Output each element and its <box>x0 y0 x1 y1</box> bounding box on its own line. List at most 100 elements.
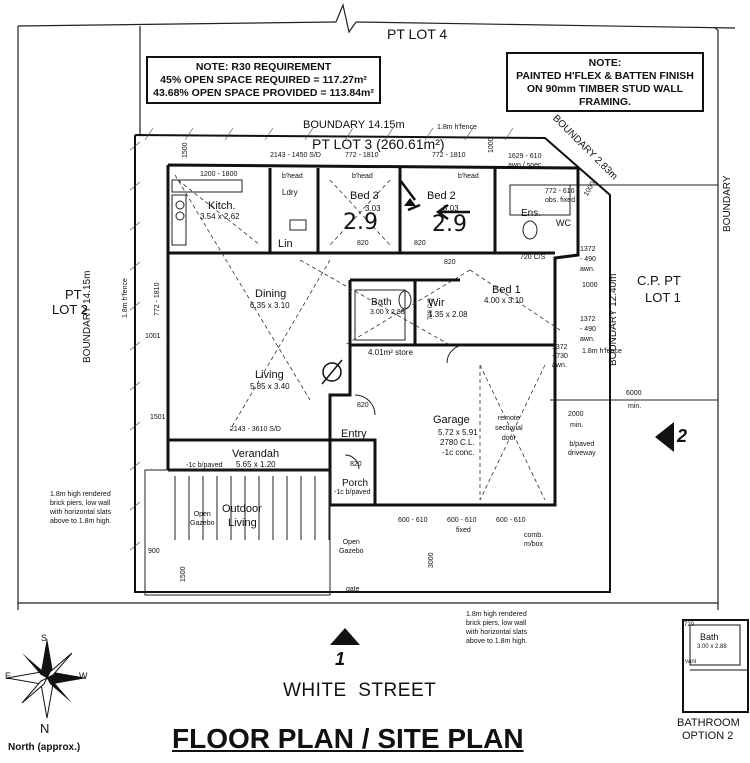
r30-note-line-1: NOTE: R30 REQUIREMENT <box>195 61 332 73</box>
remote-door-line-1: remote <box>497 415 520 422</box>
open-gazebo-mid-2: Gazebo <box>339 548 364 555</box>
bathroom-option-label-1: BATHROOM <box>677 717 740 729</box>
dim-820-b: 820 <box>414 240 426 247</box>
fence-hatch <box>144 127 154 141</box>
dim-awn-spec: awn / spec <box>508 162 542 169</box>
porch-label: Porch <box>342 478 369 489</box>
view-2-number: 2 <box>677 426 688 446</box>
open-gazebo-mid-1: Open <box>342 539 360 546</box>
comb-mbox-2: m/box <box>524 541 544 548</box>
dim-1372-c: 1372 <box>552 344 568 351</box>
fence-hatch <box>129 181 141 191</box>
fence-hatch <box>129 141 141 151</box>
wir-size: 1.35 x 2.08 <box>428 310 468 319</box>
dim-min-1: min. <box>628 403 642 410</box>
boundary-top: BOUNDARY 14.15m <box>303 119 405 131</box>
store-label: 4.01m² store <box>368 348 413 357</box>
fence-hatch <box>129 341 141 351</box>
dim-1000-top: 1000 <box>488 137 495 153</box>
bottom-fence-note-2: brick piers, low wall <box>466 620 527 627</box>
boundary-far-right: BOUNDARY <box>722 175 733 233</box>
r30-note-line-2: 45% OPEN SPACE REQUIRED = 117.27m² <box>160 74 367 86</box>
compass-rose <box>6 638 87 719</box>
open-gazebo-left-1: Open <box>193 511 211 518</box>
bhead-3: b'head <box>458 173 479 180</box>
comb-mbox-1: comb. <box>524 532 544 539</box>
fence-hatch <box>464 127 474 141</box>
fence-hatch <box>129 541 141 551</box>
left-fence-note: 1.8m high rendered brick piers, low wall… <box>50 490 112 526</box>
view-2-marker <box>655 422 674 452</box>
r30-note: NOTE: R30 REQUIREMENT 45% OPEN SPACE REQ… <box>146 56 381 104</box>
fence-hatch <box>129 421 141 431</box>
bottom-fence-note-3: with horizontal slats <box>466 629 528 636</box>
wc-label: WC <box>556 218 571 228</box>
dim-772-610: 772 - 610 <box>545 188 575 195</box>
open-gazebo-left: Open Gazebo <box>190 510 215 528</box>
site-boundaries <box>17 3 736 610</box>
finish-note-line-4: FRAMING. <box>579 96 631 108</box>
open-gazebo-mid: Open Gazebo <box>339 538 364 556</box>
kitchen-label: Kitch. <box>208 200 236 212</box>
dim-1200-1800: 1200 - 1800 <box>200 171 238 178</box>
garage-ceiling: 2780 C.L. <box>440 438 475 447</box>
remote-door-label: remote sectional door <box>495 414 523 444</box>
driveway-label: b/paved driveway <box>568 440 596 458</box>
dining-label: Dining <box>255 288 287 300</box>
dim-obs-fixed: obs. fixed <box>545 197 575 204</box>
dim-1500-top: 1500 <box>182 142 189 158</box>
dim-awn-a: - 490 <box>580 256 596 263</box>
dim-820-d: 820 <box>357 402 369 409</box>
dim-600-610-a: 600 - 610 <box>398 517 428 524</box>
dim-awn-c: - 730 <box>552 353 568 360</box>
driveway-line-1: b/paved <box>569 441 595 448</box>
fence-hatch <box>384 127 394 141</box>
verandah-label: Verandah <box>232 448 280 460</box>
finish-note: NOTE: PAINTED H'FLEX & BATTEN FINISH ON … <box>506 52 704 112</box>
bed1-size: 4.00 x 3.10 <box>484 296 524 305</box>
fence-hatch <box>129 501 141 511</box>
fence-hatch <box>224 127 234 141</box>
dim-720cs-2: 720 C/S <box>428 298 434 320</box>
bottom-fence-note: 1.8m high rendered brick piers, low wall… <box>466 610 528 646</box>
compass-e: E <box>5 671 12 681</box>
dim-awn-a2: awn. <box>580 266 595 273</box>
outdoor-label-1: Outdoor <box>222 503 262 515</box>
compass-n: N <box>40 721 50 736</box>
north-approx-note: North (approx.) <box>8 742 81 753</box>
compass-w: W <box>79 671 88 681</box>
fence-hatch <box>129 261 141 271</box>
garage-label: Garage <box>433 414 470 426</box>
finish-note-line-3: ON 90mm TIMBER STUD WALL <box>526 83 684 95</box>
bathroom-option-label-2: OPTION 2 <box>682 730 734 742</box>
fence-label-right: 1.8m h'fence <box>582 348 622 355</box>
bed2-size: 3.03 <box>443 204 459 213</box>
dim-fixed: fixed <box>456 527 471 534</box>
dim-820-e: 820 <box>350 461 362 468</box>
lot-left-label-1: PT <box>65 287 82 302</box>
dim-820-a: 820 <box>357 240 369 247</box>
verandah-floor: -1c b/paved <box>186 462 223 469</box>
dim-772-1810-left: 772 - 1810 <box>154 282 161 316</box>
dim-6000: 6000 <box>626 390 642 397</box>
bathroom-option-vanity: vani <box>685 659 697 665</box>
dim-1500-bottom: 1500 <box>180 566 187 582</box>
remote-door-line-2: sectional <box>495 425 523 432</box>
wir-label: Wir <box>428 297 445 309</box>
fence-hatch <box>264 127 274 141</box>
r30-note-line-3: 43.68% OPEN SPACE PROVIDED = 113.84m² <box>153 87 374 99</box>
dining-size: 6.35 x 3.10 <box>250 301 290 310</box>
dim-1629-610: 1629 - 610 <box>508 153 542 160</box>
left-fence-note-3: with horizontal slats <box>50 509 112 516</box>
boundary-left: BOUNDARY 14.15m <box>82 270 93 363</box>
dim-1372-b: 1372 <box>580 316 596 323</box>
gazebo-slats <box>144 469 331 596</box>
comb-mbox-label: comb. m/box <box>524 531 543 549</box>
dim-awn-b2: awn. <box>580 336 595 343</box>
fence-hatch <box>129 221 141 231</box>
left-fence-note-1: 1.8m high rendered <box>50 491 111 498</box>
dim-2143-3610: 2143 - 3610 S/D <box>230 426 281 433</box>
porch-floor: -1c b/paved <box>334 489 371 496</box>
dim-awn-c2: awn. <box>552 362 567 369</box>
dim-1001: 1001 <box>145 333 161 340</box>
